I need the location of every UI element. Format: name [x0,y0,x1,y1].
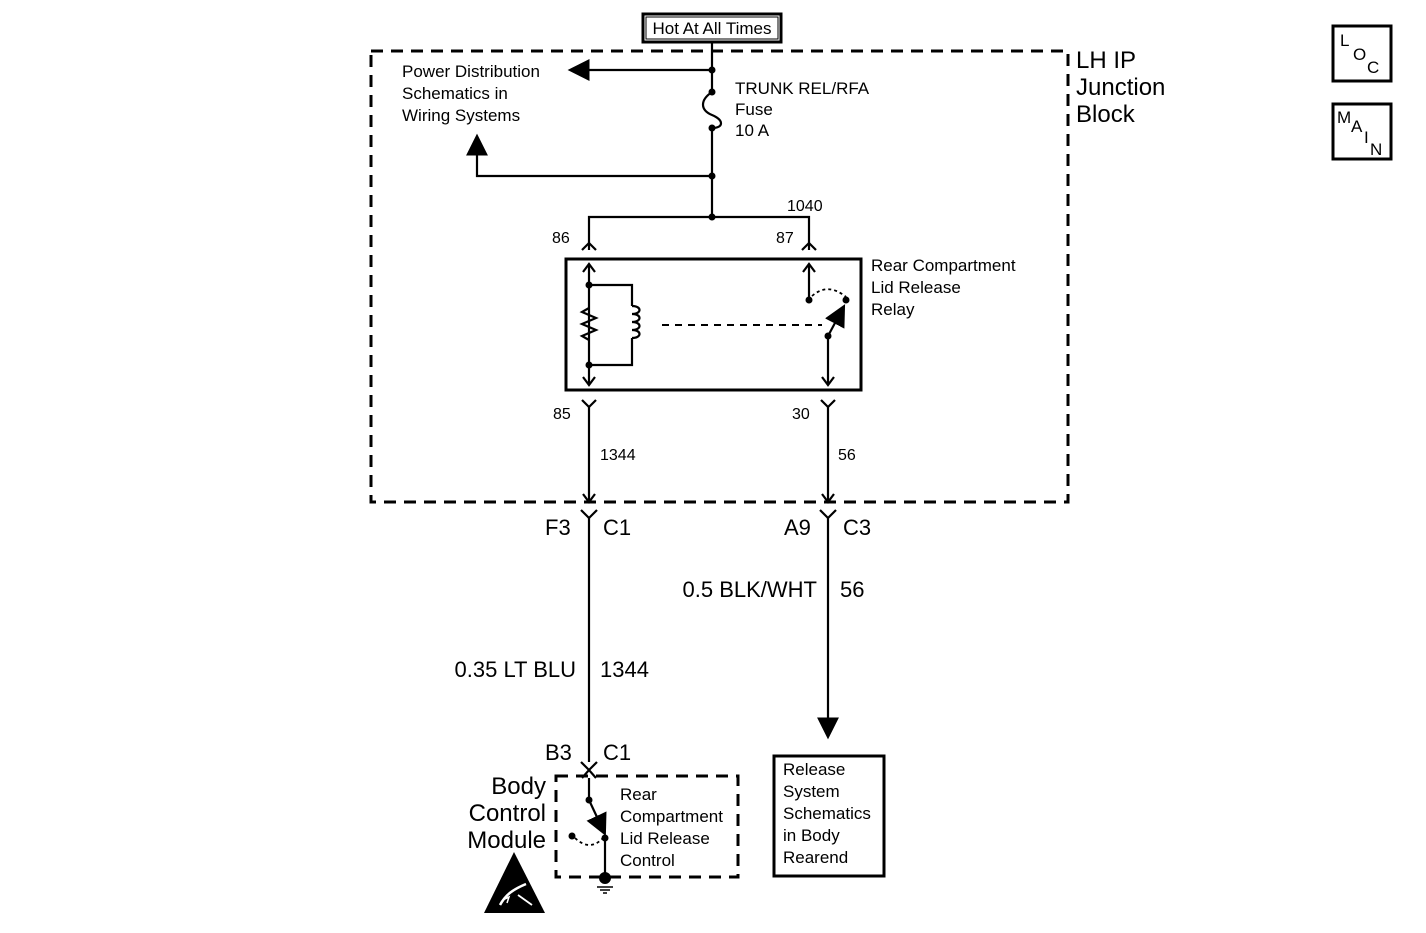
conn-c1-label-top: C1 [603,515,631,540]
relay-switch [802,262,850,387]
bcm-sw-line-1: Rear [620,785,657,804]
wire-56-circuit: 56 [840,577,864,602]
pin-a9-label: A9 [784,515,811,540]
terminal-30-label: 30 [792,406,810,423]
pd-line-2: Schematics in [402,84,508,103]
pd-line-1: Power Distribution [402,62,540,81]
main-button[interactable]: M A I N [1331,102,1393,161]
main-letter-n: N [1370,140,1382,159]
release-system-label: Release System Schematics in Body Rearen… [783,760,871,867]
loc-button[interactable]: L O C [1331,24,1393,83]
terminal-87-label: 87 [776,230,794,247]
junction-block-border [369,49,1070,504]
relay-line-1: Rear Compartment [871,256,1016,275]
relay-line-2: Lid Release [871,278,961,297]
relay-coil-circuit [579,262,641,387]
rs-line-3: Schematics [783,804,871,823]
bcm-sw-line-4: Control [620,851,675,870]
esd-warning-icon [484,852,545,913]
power-source-label: Hot At All Times [652,19,771,38]
bcm-switch [568,778,609,876]
conn-c1-label-bcm: C1 [603,740,631,765]
wire-1344-circuit: 1344 [600,657,649,682]
pin-b3-label: B3 [545,740,572,765]
loc-letter-c: C [1367,58,1379,77]
internal-circuit-56-label: 56 [838,447,856,464]
terminal-87-connector [801,241,817,251]
jb-line-1: LH IP [1076,47,1136,74]
main-letter-a: A [1351,117,1363,136]
power-source-box: Hot At All Times [641,12,783,44]
wire-1040 [587,215,811,250]
main-letter-i: I [1364,128,1369,147]
rs-line-4: in Body [783,826,840,845]
terminal-85-label: 85 [553,406,571,423]
resistor-icon [579,307,599,341]
loc-letter-l: L [1340,31,1349,50]
fuse-line-2: Fuse [735,100,773,119]
bcm-line-3: Module [467,827,546,854]
terminal-86-connector [581,241,597,251]
circuit-1040-label: 1040 [787,198,823,215]
loc-letter-o: O [1353,45,1366,64]
terminal-85-connector [581,399,597,409]
connector-c3-top [819,509,837,520]
terminal-86-label: 86 [552,230,570,247]
terminal-30-connector [820,399,836,409]
release-system-box [772,754,886,878]
relay-label: Rear Compartment Lid Release Relay [871,256,1016,319]
fuse-line-3: 10 A [735,121,770,140]
jb-line-3: Block [1076,101,1136,128]
fuse-label: TRUNK REL/RFA Fuse 10 A [735,79,870,140]
fuse-line-1: TRUNK REL/RFA [735,79,870,98]
ground-icon [597,872,613,894]
bcm-border [554,774,740,879]
internal-circuit-1344-label: 1344 [600,447,636,464]
bcm-label: Body Control Module [467,773,546,854]
bcm-sw-line-2: Compartment [620,807,723,826]
power-dist-arrow-lower [466,133,712,178]
rs-line-2: System [783,782,840,801]
pin-f3-label: F3 [545,515,571,540]
wire-1344-color: 0.35 LT BLU [455,657,576,682]
fuse-icon [701,91,723,130]
jb-line-2: Junction [1076,74,1165,101]
relay-box [564,257,863,392]
pd-line-3: Wiring Systems [402,106,520,125]
bcm-sw-line-3: Lid Release [620,829,710,848]
rs-line-5: Rearend [783,848,848,867]
connector-c1-top [580,509,598,520]
main-letter-m: M [1337,108,1351,127]
rs-line-1: Release [783,760,845,779]
bcm-line-2: Control [469,800,546,827]
wire-56-color: 0.5 BLK/WHT [683,577,817,602]
power-dist-label: Power Distribution Schematics in Wiring … [402,62,540,125]
relay-line-3: Relay [871,300,915,319]
bcm-switch-label: Rear Compartment Lid Release Control [620,785,723,870]
bcm-line-1: Body [491,773,546,800]
conn-c3-label: C3 [843,515,871,540]
coil-icon [631,304,641,340]
junction-block-label: LH IP Junction Block [1076,47,1165,128]
